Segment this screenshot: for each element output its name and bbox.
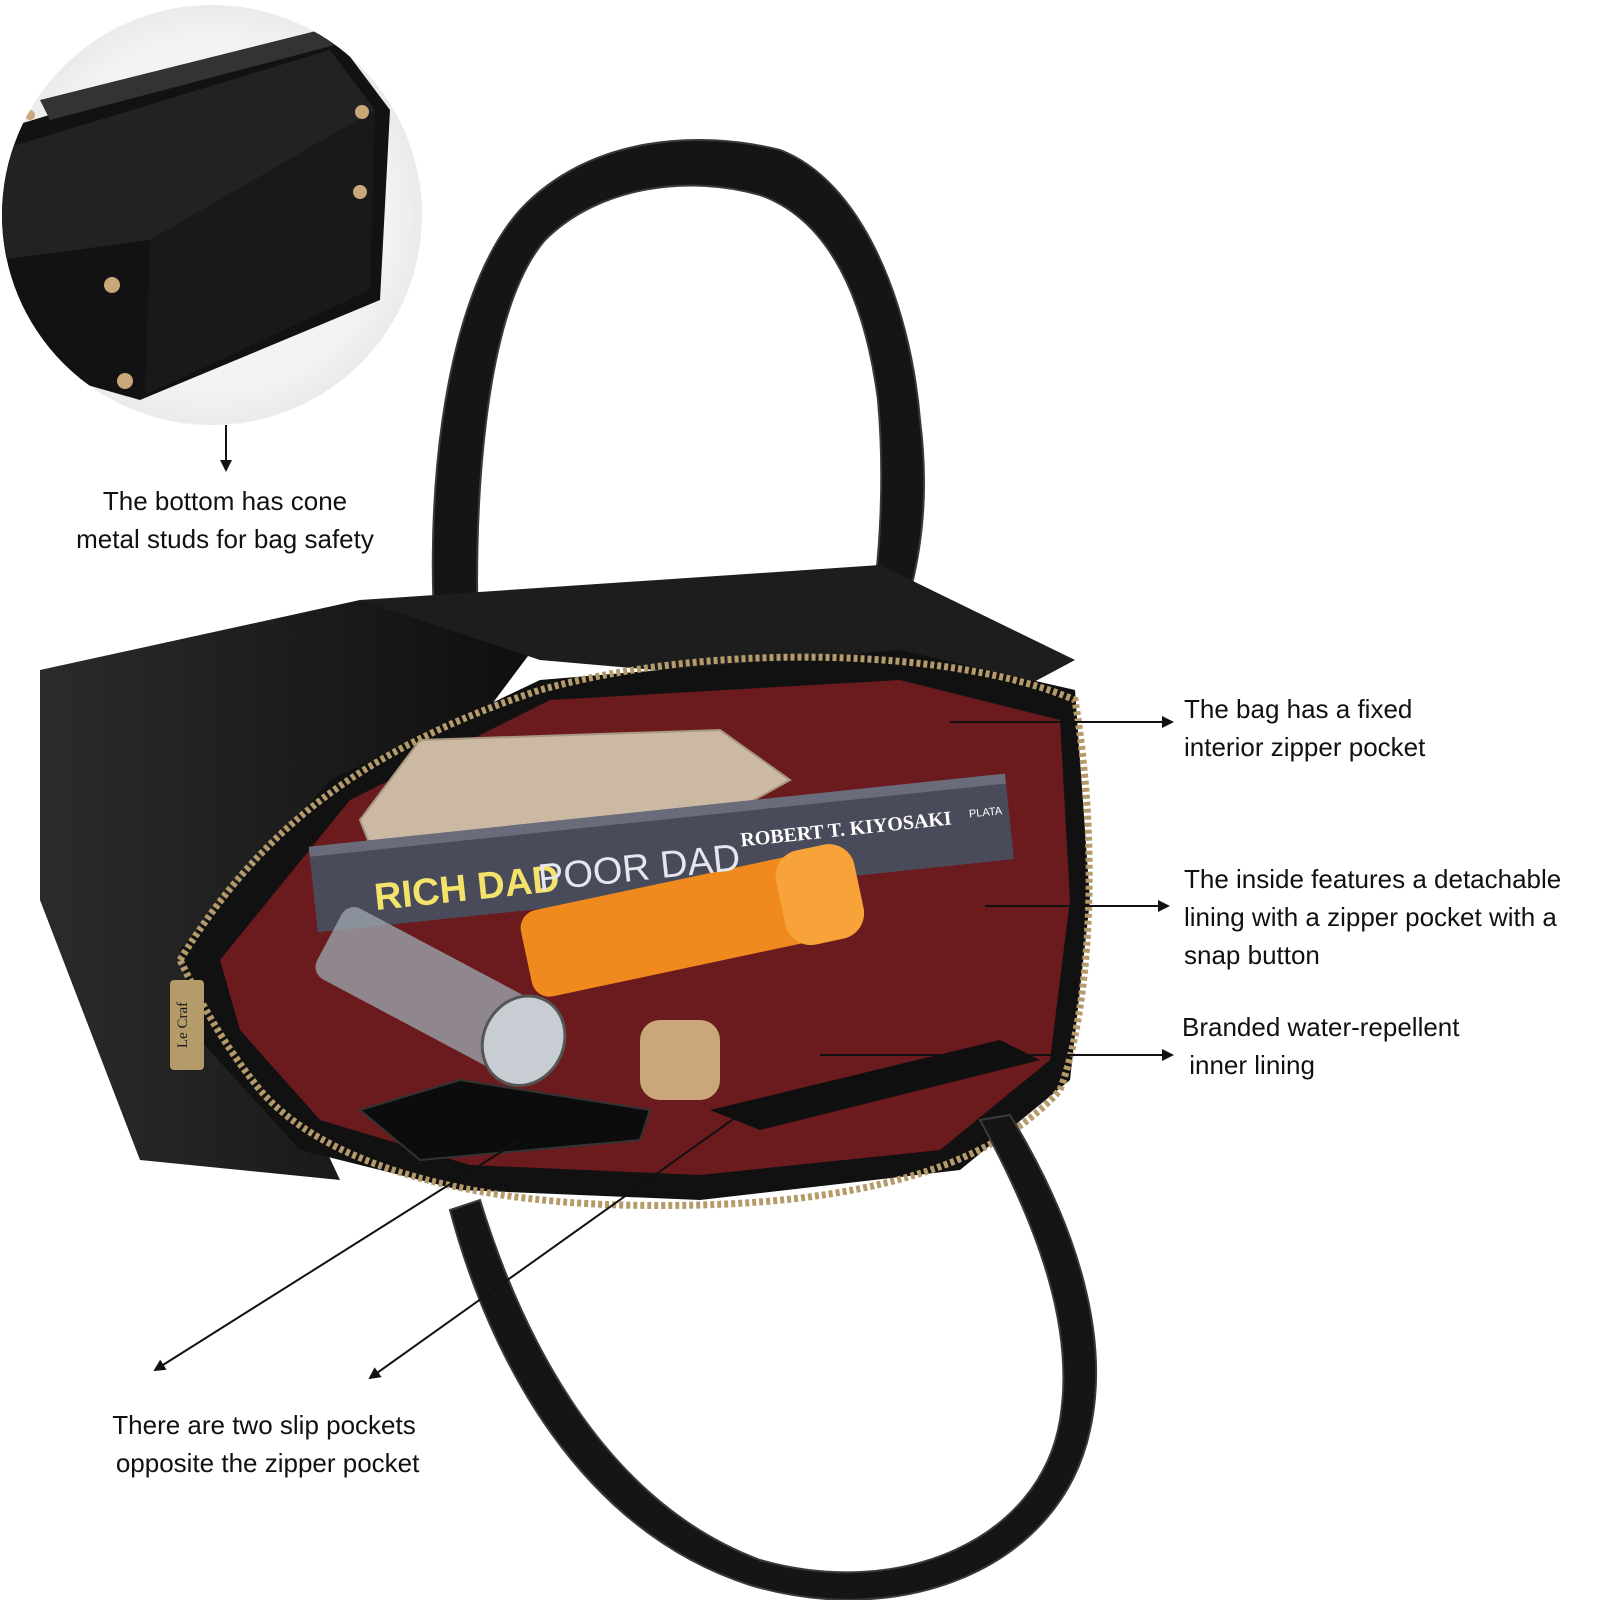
phone xyxy=(357,1078,652,1162)
callout-bottom-studs: The bottom has cone metal studs for bag … xyxy=(76,486,374,554)
callout-slip-pockets: There are two slip pockets opposite the … xyxy=(108,1410,420,1478)
book xyxy=(308,773,1014,933)
slip-pocket-card xyxy=(710,1040,1040,1130)
book-publisher: PLATA xyxy=(968,805,1003,820)
callout-fixed-zipper-pocket: The bag has a fixed interior zipper pock… xyxy=(1184,694,1426,762)
front-handle xyxy=(448,1113,1098,1600)
arrow-slip-pocket-2 xyxy=(368,1099,761,1380)
stud-4 xyxy=(117,373,133,389)
brand-tag xyxy=(170,980,204,1070)
inset-bottom-studs xyxy=(2,5,422,425)
stud-2 xyxy=(353,185,367,199)
orange-tube xyxy=(520,844,865,997)
clear-bottle xyxy=(315,907,567,1087)
stud-3 xyxy=(104,277,120,293)
zipper-track xyxy=(176,653,1093,1209)
brand-tag-text: Le Craf xyxy=(175,1002,191,1048)
callout-water-repellent-lining: Branded water-repellent inner lining xyxy=(1182,1012,1460,1080)
lipstick xyxy=(640,1020,720,1100)
stud-1 xyxy=(355,105,369,119)
callout-detachable-lining: The inside features a detachable lining … xyxy=(1184,864,1562,970)
arrow-slip-pocket-1 xyxy=(153,1139,521,1372)
